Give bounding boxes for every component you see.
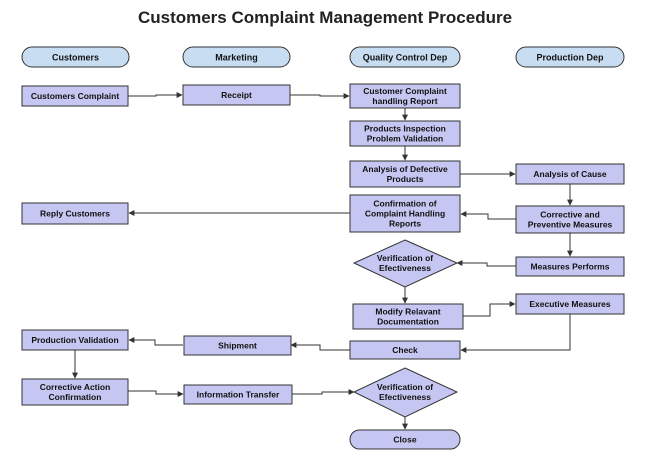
- node-label-line: Verification of: [377, 253, 433, 263]
- lane-quality-control: Quality Control Dep: [349, 46, 461, 68]
- edge-transfer-verification: [292, 389, 355, 395]
- edge-corrective-action-transfer: [128, 390, 184, 397]
- node-label-line: Preventive Measures: [528, 220, 613, 230]
- node-label-line: Verification of: [377, 382, 433, 392]
- lane-production-label: Production Dep: [537, 53, 605, 63]
- connectors: [72, 92, 573, 430]
- node-information-transfer-label: Information Transfer: [197, 390, 280, 400]
- node-label-line: Confirmation: [49, 392, 102, 402]
- node-label-line: Reply Customers: [40, 209, 110, 219]
- node-measures-performs-label: Measures Performs: [531, 262, 610, 272]
- node-check-label: Check: [392, 345, 418, 355]
- node-label-line: Check: [392, 345, 418, 355]
- node-customers-complaint: Customers Complaint: [21, 85, 129, 107]
- node-label-line: Information Transfer: [197, 390, 280, 400]
- node-label-line: Problem Validation: [367, 134, 444, 144]
- node-production-validation: Production Validation: [21, 329, 129, 351]
- node-label-line: Modify Relavant: [375, 307, 440, 317]
- node-production-validation-label: Production Validation: [31, 335, 118, 345]
- edge-measures-verification: [456, 260, 516, 267]
- node-label-line: handling Report: [372, 96, 437, 106]
- nodes: Customers Complaint Receipt Customer Com…: [21, 83, 625, 450]
- node-label-line: Corrective and: [540, 210, 600, 220]
- lane-customers-label: Customers: [52, 53, 99, 63]
- node-label-line: Corrective Action: [40, 382, 111, 392]
- node-label-line: Production Validation: [31, 335, 118, 345]
- lane-production: Production Dep: [515, 46, 625, 68]
- node-executive-measures: Executive Measures: [515, 293, 625, 315]
- node-label-line: Customer Complaint: [363, 86, 447, 96]
- lane-customers: Customers: [21, 46, 130, 68]
- node-label-line: Reports: [389, 219, 421, 229]
- edge-complaint-receipt: [128, 92, 183, 98]
- node-close-label: Close: [393, 435, 416, 445]
- lane-marketing-label: Marketing: [215, 53, 258, 63]
- node-shipment: Shipment: [183, 335, 292, 356]
- node-close: Close: [349, 429, 461, 450]
- edge-receipt-report: [290, 93, 350, 99]
- node-executive-measures-label: Executive Measures: [529, 299, 611, 309]
- edge-corrective-confirmation: [460, 211, 516, 220]
- node-reply-customers: Reply Customers: [21, 202, 129, 225]
- node-label-line: Efectiveness: [379, 392, 431, 402]
- node-label-line: Products: [387, 174, 424, 184]
- node-label-line: Customers Complaint: [31, 91, 119, 101]
- node-measures-performs: Measures Performs: [515, 256, 625, 277]
- node-label-line: Products Inspection: [364, 124, 446, 134]
- node-label-line: Analysis of Cause: [533, 169, 606, 179]
- node-check: Check: [349, 340, 461, 360]
- lane-quality-control-label: Quality Control Dep: [363, 53, 448, 63]
- diagram-title: Customers Complaint Management Procedure: [137, 8, 513, 27]
- node-analysis-cause-label: Analysis of Cause: [533, 169, 606, 179]
- node-label-line: Receipt: [221, 90, 252, 100]
- node-label-line: Confirmation of: [373, 199, 436, 209]
- node-label-line: Measures Performs: [531, 262, 610, 272]
- node-receipt-label: Receipt: [221, 90, 252, 100]
- node-receipt: Receipt: [182, 84, 291, 106]
- node-label-line: Complaint Handling: [365, 209, 445, 219]
- node-label-line: Efectiveness: [379, 263, 431, 273]
- node-label-line: Documentation: [377, 317, 439, 327]
- node-analysis-cause: Analysis of Cause: [515, 163, 625, 185]
- edge-modify-executive: [463, 301, 516, 317]
- node-information-transfer: Information Transfer: [183, 384, 293, 405]
- node-reply-customers-label: Reply Customers: [40, 209, 110, 219]
- node-label-line: Shipment: [218, 341, 257, 351]
- lane-marketing: Marketing: [182, 46, 291, 68]
- node-shipment-label: Shipment: [218, 341, 257, 351]
- edge-shipment-validation: [128, 337, 183, 346]
- edge-check-shipment: [290, 342, 350, 351]
- node-label-line: Analysis of Defective: [362, 164, 448, 174]
- node-label-line: Executive Measures: [529, 299, 611, 309]
- node-customers-complaint-label: Customers Complaint: [31, 91, 119, 101]
- edge-executive-check: [460, 314, 571, 353]
- node-label-line: Close: [393, 435, 416, 445]
